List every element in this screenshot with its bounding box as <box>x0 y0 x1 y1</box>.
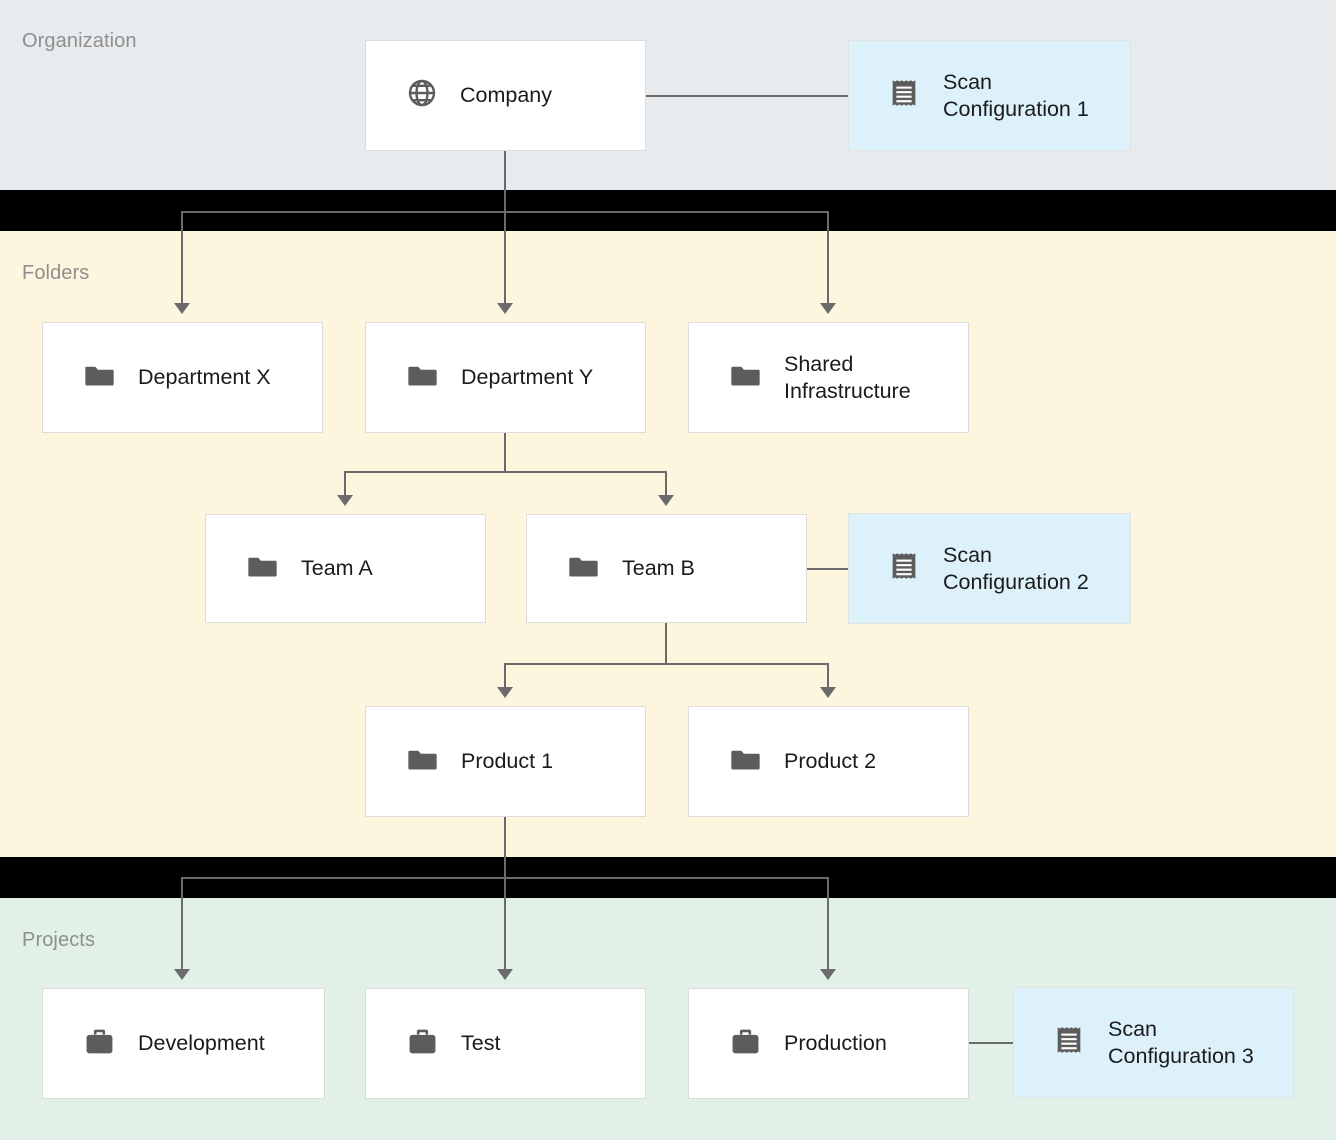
node-development[interactable]: Development <box>42 988 325 1099</box>
receipt-icon <box>887 76 921 115</box>
node-scan-configuration-2-label: Scan Configuration 2 <box>943 542 1089 594</box>
node-product-2[interactable]: Product 2 <box>688 706 969 817</box>
node-department-x[interactable]: Department X <box>42 322 323 433</box>
folder-icon <box>729 359 762 397</box>
folder-icon <box>729 743 762 781</box>
folder-icon <box>567 550 600 588</box>
edge-to-product-1 <box>504 663 506 688</box>
node-product-2-label: Product 2 <box>784 749 877 773</box>
edge-to-team-b <box>665 471 667 496</box>
node-company[interactable]: Company <box>365 40 646 151</box>
arrowhead-production <box>820 969 836 980</box>
edge-department-y-stem <box>504 432 506 472</box>
arrowhead-test <box>497 969 513 980</box>
arrowhead-team-b <box>658 495 674 506</box>
receipt-icon <box>887 549 921 588</box>
edge-to-department-y <box>504 211 506 304</box>
edge-production-to-scan3 <box>968 1042 1013 1044</box>
arrowhead-department-y <box>497 303 513 314</box>
edge-teams-bus <box>344 471 666 473</box>
edge-to-production <box>827 877 829 970</box>
node-company-label: Company <box>460 83 553 107</box>
edge-to-team-a <box>344 471 346 496</box>
edge-to-development <box>181 877 183 970</box>
arrowhead-shared-infra <box>820 303 836 314</box>
edge-products-bus <box>504 663 827 665</box>
node-shared-infrastructure[interactable]: Shared Infrastructure <box>688 322 969 433</box>
briefcase-icon <box>406 1025 439 1063</box>
edge-to-department-x <box>181 211 183 304</box>
band-label-folders: Folders <box>22 262 90 284</box>
edge-company-to-scan1 <box>645 95 848 97</box>
edge-to-shared-infra <box>827 211 829 304</box>
folder-icon <box>406 743 439 781</box>
node-test[interactable]: Test <box>365 988 646 1099</box>
node-shared-infrastructure-label: Shared Infrastructure <box>784 351 911 403</box>
node-production-label: Production <box>784 1031 887 1055</box>
edge-team-b-to-scan2 <box>806 568 849 570</box>
folder-icon <box>83 359 116 397</box>
node-product-1-label: Product 1 <box>461 749 554 773</box>
node-scan-configuration-1[interactable]: Scan Configuration 1 <box>848 40 1131 151</box>
edge-company-stem <box>504 150 506 212</box>
node-department-y-label: Department Y <box>461 365 594 389</box>
node-team-b[interactable]: Team B <box>526 514 807 623</box>
band-divider-1 <box>0 190 1336 231</box>
folder-icon <box>246 550 279 588</box>
node-team-b-label: Team B <box>622 556 695 580</box>
node-scan-configuration-3-label: Scan Configuration 3 <box>1108 1016 1254 1068</box>
node-test-label: Test <box>461 1031 501 1055</box>
edge-product-1-stem <box>504 816 506 878</box>
edge-team-b-stem <box>665 622 667 664</box>
globe-icon <box>406 77 438 114</box>
node-scan-configuration-1-label: Scan Configuration 1 <box>943 69 1089 121</box>
band-label-projects: Projects <box>22 929 96 951</box>
briefcase-icon <box>729 1025 762 1063</box>
node-scan-configuration-3[interactable]: Scan Configuration 3 <box>1013 987 1294 1098</box>
node-development-label: Development <box>138 1031 265 1055</box>
edge-to-product-2 <box>827 663 829 688</box>
folder-icon <box>406 359 439 397</box>
node-production[interactable]: Production <box>688 988 969 1099</box>
edge-to-test <box>504 877 506 970</box>
band-label-organization: Organization <box>22 30 137 52</box>
arrowhead-product-2 <box>820 687 836 698</box>
node-scan-configuration-2[interactable]: Scan Configuration 2 <box>848 513 1131 624</box>
node-team-a-label: Team A <box>301 556 373 580</box>
arrowhead-department-x <box>174 303 190 314</box>
arrowhead-product-1 <box>497 687 513 698</box>
receipt-icon <box>1052 1023 1086 1062</box>
node-department-x-label: Department X <box>138 365 271 389</box>
node-team-a[interactable]: Team A <box>205 514 486 623</box>
node-product-1[interactable]: Product 1 <box>365 706 646 817</box>
arrowhead-team-a <box>337 495 353 506</box>
node-department-y[interactable]: Department Y <box>365 322 646 433</box>
arrowhead-development <box>174 969 190 980</box>
briefcase-icon <box>83 1025 116 1063</box>
